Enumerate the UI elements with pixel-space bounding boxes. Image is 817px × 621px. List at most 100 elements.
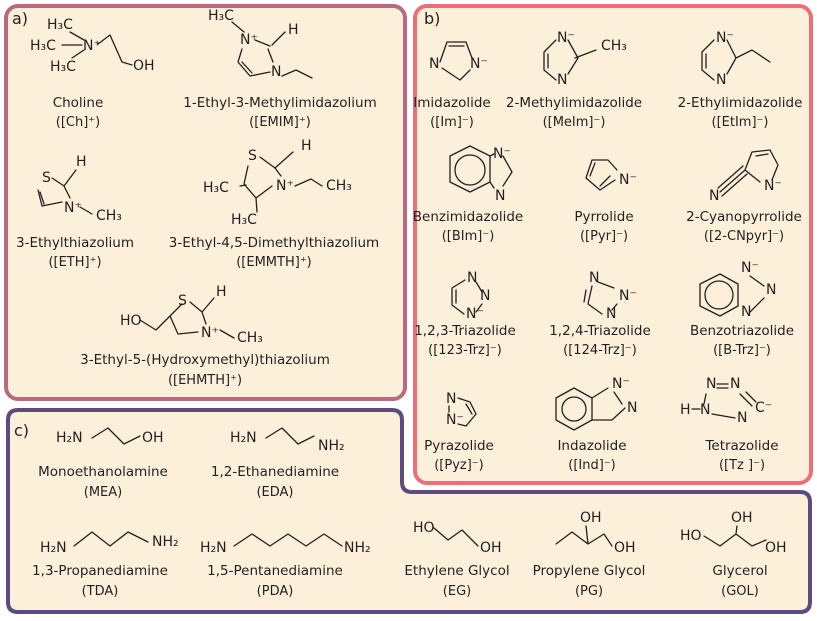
svg-text:N: N (716, 72, 726, 88)
imidazolide-name: Imidazolide (413, 95, 490, 111)
svg-text:N⁻: N⁻ (716, 30, 734, 46)
eth-name: 3-Ethylthiazolium (16, 235, 134, 251)
pg-name: Propylene Glycol (533, 563, 646, 579)
emim-structure: H₃C N⁺ H N (208, 8, 313, 80)
pyrrolide-name: Pyrrolide (574, 209, 633, 225)
pyrrolide-structure: N⁻ (585, 159, 637, 191)
svg-text:N: N (480, 288, 490, 304)
svg-text:N: N (446, 391, 456, 407)
benzotriazolide-name: Benzotriazolide (690, 323, 794, 339)
benzotriazolide-abbr: ([B-Trz]⁻) (713, 343, 771, 358)
svg-text:N⁻: N⁻ (493, 146, 511, 162)
methylimidazolide-name: 2-Methylimidazolide (506, 95, 642, 111)
pg-abbr: (PG) (575, 584, 603, 599)
svg-text:NH₂: NH₂ (152, 534, 179, 550)
indazolide-abbr: ([Ind]⁻) (568, 458, 615, 473)
pyrazolide-name: Pyrazolide (424, 438, 494, 454)
tda-abbr: (TDA) (82, 584, 119, 599)
ehmth-name: 3-Ethyl-5-(Hydroxymethyl)thiazolium (80, 352, 330, 368)
svg-text:NH₂: NH₂ (344, 540, 371, 556)
triazolide-123-structure: N N N⁻ (451, 270, 490, 322)
tda-structure: H₂N NH₂ (40, 531, 179, 556)
svg-text:OH: OH (765, 540, 787, 556)
ehmth-abbr: ([EHMTH]⁺) (168, 373, 242, 388)
pyrrolide-abbr: ([Pyr]⁻) (580, 229, 628, 244)
eg-name: Ethylene Glycol (404, 563, 509, 579)
eda-abbr: (EDA) (256, 485, 293, 500)
svg-text:N⁺: N⁺ (201, 325, 219, 341)
svg-text:CH₃: CH₃ (96, 208, 122, 224)
svg-text:H: H (288, 22, 299, 38)
pda-structure: H₂N NH₂ (200, 533, 371, 556)
emmth-name: 3-Ethyl-4,5-Dimethylthiazolium (169, 235, 379, 251)
svg-text:OH: OH (731, 510, 753, 526)
svg-text:N: N (730, 376, 740, 392)
svg-text:N: N (467, 270, 477, 286)
ethylimidazolide-name: 2-Ethylimidazolide (678, 95, 803, 111)
svg-text:S: S (178, 293, 187, 309)
svg-text:OH: OH (142, 430, 164, 446)
ehmth-structure: HO S H N⁺ CH₃ (120, 284, 263, 346)
choline-abbr: ([Ch]⁺) (56, 115, 100, 130)
svg-text:N: N (700, 402, 710, 418)
svg-text:N⁺: N⁺ (240, 32, 258, 48)
gol-name: Glycerol (712, 563, 767, 579)
panel-c-tag: c) (14, 421, 29, 440)
svg-text:CH₃: CH₃ (326, 178, 352, 194)
svg-text:N: N (429, 56, 439, 72)
svg-text:N: N (737, 410, 747, 426)
svg-text:H: H (301, 138, 312, 154)
svg-text:N: N (557, 72, 567, 88)
svg-text:N⁻: N⁻ (741, 260, 759, 276)
emmth-abbr: ([EMMTH]⁺) (236, 255, 312, 270)
svg-text:H₃C: H₃C (208, 8, 234, 24)
triazolide-123-name: 1,2,3-Triazolide (414, 323, 516, 339)
svg-text:S: S (248, 148, 257, 164)
pda-abbr: (PDA) (257, 584, 294, 599)
svg-text:N: N (606, 306, 616, 322)
panel-b-tag: b) (424, 9, 440, 28)
svg-text:N⁺: N⁺ (276, 178, 294, 194)
methylimidazolide-abbr: ([MeIm]⁻) (543, 115, 606, 130)
svg-text:H: H (680, 402, 691, 418)
benzimidazolide-abbr: ([BIm]⁻) (442, 229, 495, 244)
pyrazolide-abbr: ([Pyz]⁻) (434, 458, 484, 473)
tetrazolide-structure: N N H N N C⁻ (680, 376, 772, 426)
svg-text:N: N (627, 400, 637, 416)
benzotriazolide-structure: N⁻ N N (699, 260, 776, 320)
methylimidazolide-structure: N⁻ N CH₃ (543, 30, 627, 88)
tetrazolide-abbr: ([Tz ]⁻) (719, 458, 765, 473)
eth-structure: S H N⁺ CH₃ (37, 154, 122, 224)
svg-text:N⁻: N⁻ (466, 306, 484, 322)
svg-text:H₃C: H₃C (30, 38, 56, 54)
svg-text:N⁺: N⁺ (83, 38, 101, 54)
choline-name: Choline (53, 95, 104, 111)
triazolide-124-name: 1,2,4-Triazolide (549, 323, 651, 339)
mea-name: Monoethanolamine (38, 464, 168, 480)
svg-text:NH₂: NH₂ (318, 438, 345, 454)
svg-text:H₂N: H₂N (200, 540, 227, 556)
eda-structure: H₂N NH₂ (230, 427, 345, 454)
choline-structure: H₃C H₃C H₃C N⁺ OH (30, 17, 155, 75)
emmth-structure: S H H₃C N⁺ CH₃ H₃C (203, 138, 352, 228)
triazolide-124-structure: N N⁻ N (583, 270, 637, 322)
svg-text:OH: OH (580, 510, 602, 526)
panel-a-tag: a) (12, 9, 28, 28)
eth-abbr: ([ETH]⁺) (48, 255, 101, 270)
tetrazolide-name: Tetrazolide (704, 438, 778, 454)
cyanopyrrolide-name: 2-Cyanopyrrolide (686, 209, 802, 225)
mea-structure: H₂N OH (56, 427, 164, 446)
benzimidazolide-name: Benzimidazolide (413, 209, 523, 225)
triazolide-124-abbr: ([124-Trz]⁻) (563, 343, 637, 358)
svg-text:N⁻: N⁻ (619, 172, 637, 188)
svg-text:N⁻: N⁻ (612, 376, 630, 392)
tda-name: 1,3-Propanediamine (32, 563, 168, 579)
panel-b-frame (413, 4, 813, 485)
eg-abbr: (EG) (443, 584, 471, 599)
emim-name: 1-Ethyl-3-Methylimidazolium (183, 95, 377, 111)
ethylimidazolide-structure: N⁻ N (701, 30, 771, 88)
indazolide-structure: N⁻ N (555, 376, 637, 431)
svg-text:N⁻: N⁻ (446, 412, 464, 428)
gol-abbr: (GOL) (721, 584, 759, 599)
